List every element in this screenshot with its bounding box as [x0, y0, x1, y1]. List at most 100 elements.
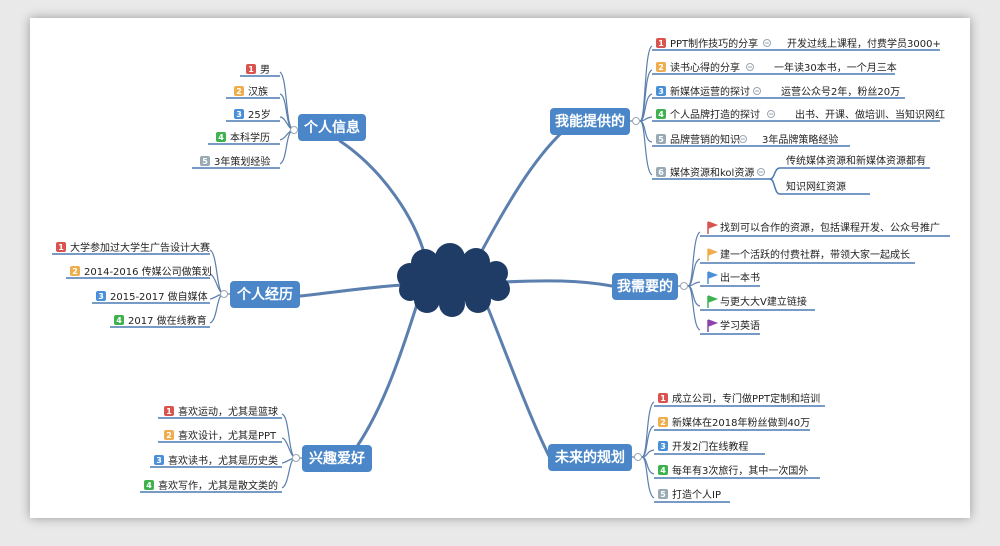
topic-needs[interactable]: 我需要的	[612, 273, 678, 300]
leaf-item[interactable]: 1 男	[246, 64, 270, 76]
leaf-item[interactable]: 1 大学参加过大学生广告设计大赛	[56, 241, 210, 254]
priority-1-icon	[56, 242, 66, 252]
collapse-toggle[interactable]	[632, 117, 640, 125]
topic-plans[interactable]: 未来的规划	[548, 444, 632, 471]
leaf-text: 找到可以合作的资源，包括课程开发、公众号推广	[720, 221, 940, 234]
badge-number: 4	[218, 133, 224, 142]
priority-2-icon	[234, 86, 244, 96]
leaf-item[interactable]: 3 2015-2017 做自媒体	[96, 290, 208, 303]
leaf-detail-text: 一年读30本书，一个月三本	[774, 61, 897, 74]
leaf-item[interactable]: 5 品牌营销的知识 3年品牌策略经验	[656, 133, 838, 146]
leaf-text: 喜欢运动，尤其是篮球	[178, 405, 278, 418]
leaf-text: 媒体资源和kol资源	[670, 166, 754, 179]
leaf-item[interactable]: 2 喜欢设计，尤其是PPT	[164, 429, 277, 442]
flag-orange-icon	[707, 248, 719, 261]
leaf-item[interactable]: 建一个活跃的付费社群，带领大家一起成长	[707, 248, 910, 261]
badge-number: 5	[202, 157, 208, 166]
priority-3-icon	[656, 86, 666, 96]
leaf-detail-text: 出书、开课、做培训、当知识网红	[795, 108, 945, 121]
flag-red-icon	[707, 221, 719, 234]
priority-1-icon	[656, 38, 666, 48]
leaf-item[interactable]: 1 成立公司，专门做PPT定制和培训	[658, 392, 820, 405]
connector-personal-info	[338, 139, 430, 270]
leaf-item[interactable]: 出一本书	[707, 271, 760, 284]
collapse-toggle[interactable]	[634, 453, 642, 461]
topic-experience[interactable]: 个人经历	[230, 281, 300, 308]
priority-2-icon	[656, 62, 666, 72]
leaf-item[interactable]: 5 3年策划经验	[200, 155, 270, 168]
badge-number: 5	[660, 490, 666, 499]
branch-personal-info: 个人信息 1 男 2 汉族 3 25岁 4 本科学历	[192, 64, 366, 169]
topic-can-offer[interactable]: 我能提供的	[550, 108, 630, 135]
badge-number: 2	[236, 87, 242, 96]
connector-can-offer	[476, 120, 576, 260]
flag-purple-icon	[707, 319, 719, 332]
collapse-toggle[interactable]	[680, 282, 688, 290]
leaf-text: 建一个活跃的付费社群，带领大家一起成长	[720, 248, 910, 261]
leaf-text: 成立公司，专门做PPT定制和培训	[672, 392, 820, 405]
leaf-text: 汉族	[248, 85, 268, 98]
topic-label: 个人信息	[303, 119, 360, 136]
priority-4-icon	[114, 315, 124, 325]
leaf-text: 个人品牌打造的探讨	[670, 108, 760, 121]
branch-can-offer: 我能提供的 1 PPT制作技巧的分享	[550, 37, 945, 195]
priority-2-icon	[70, 266, 80, 276]
leaf-item[interactable]: 3 开发2门在线教程	[658, 440, 748, 453]
leaf-item[interactable]: 6 媒体资源和kol资源 传统媒体资源和新媒体资源都有 知识网红资源	[656, 154, 926, 193]
leaf-item[interactable]: 4 2017 做在线教育	[114, 314, 207, 327]
leaf-text: 学习英语	[720, 319, 760, 332]
priority-6-icon	[656, 167, 666, 177]
central-topic-cloud[interactable]	[397, 243, 510, 317]
priority-4-icon	[656, 109, 666, 119]
priority-3-icon	[234, 109, 244, 119]
leaf-item[interactable]: 3 新媒体运营的探讨 运营公众号2年，粉丝20万	[656, 85, 900, 98]
leaf-item[interactable]: 2 读书心得的分享 一年读30本书，一个月三本	[656, 61, 897, 74]
collapse-toggle[interactable]	[290, 126, 298, 134]
leaf-text: 喜欢写作，尤其是散文类的	[158, 479, 278, 492]
leaf-item[interactable]: 4 喜欢写作，尤其是散文类的	[144, 479, 278, 492]
badge-number: 3	[658, 87, 664, 96]
leaf-item[interactable]: 2 2014-2016 传媒公司做策划	[70, 265, 212, 278]
leaf-text: 大学参加过大学生广告设计大赛	[70, 241, 210, 254]
badge-number: 1	[660, 394, 666, 403]
flag-green-icon	[707, 295, 719, 308]
leaf-item[interactable]: 4 个人品牌打造的探讨 出书、开课、做培训、当知识网红	[656, 108, 945, 121]
leaf-item[interactable]: 学习英语	[707, 319, 760, 332]
leaf-text: 喜欢设计，尤其是PPT	[178, 429, 277, 442]
leaf-text: 品牌营销的知识	[670, 133, 740, 146]
leaf-detail-text: 传统媒体资源和新媒体资源都有	[786, 154, 926, 167]
badge-number: 5	[658, 135, 664, 144]
topic-hobbies[interactable]: 兴趣爱好	[302, 445, 372, 472]
leaf-item[interactable]: 3 喜欢读书，尤其是历史类	[154, 454, 278, 467]
leaf-text: 新媒体运营的探讨	[670, 85, 750, 98]
badge-number: 2	[660, 418, 666, 427]
leaf-item[interactable]: 与更大大V建立链接	[707, 295, 807, 308]
leaf-item[interactable]: 2 新媒体在2018年粉丝做到40万	[658, 416, 810, 429]
badge-number: 1	[658, 39, 664, 48]
flag-blue-icon	[707, 271, 719, 284]
leaf-item[interactable]: 4 每年有3次旅行，其中一次国外	[658, 464, 808, 477]
collapse-toggle[interactable]	[220, 290, 228, 298]
leaf-text: 2014-2016 传媒公司做策划	[84, 265, 212, 278]
leaf-item[interactable]: 1 PPT制作技巧的分享 开发过线上课程，付费学员3000+	[656, 37, 941, 50]
badge-number: 1	[166, 407, 172, 416]
leaf-item[interactable]: 3 25岁	[234, 108, 271, 121]
connector-hobbies	[346, 299, 420, 461]
leaf-item[interactable]: 2 汉族	[234, 85, 268, 98]
leaf-item[interactable]: 1 喜欢运动，尤其是篮球	[164, 405, 278, 418]
collapse-toggle[interactable]	[292, 454, 300, 462]
leaf-item[interactable]: 4 本科学历	[216, 131, 270, 144]
leaf-text: 3年策划经验	[214, 155, 270, 168]
leaf-item[interactable]: 5 打造个人IP	[658, 488, 721, 501]
priority-3-icon	[658, 441, 668, 451]
branch-experience: 个人经历 1 大学参加过大学生广告设计大赛 2 2014-2016 传媒公司做策…	[52, 241, 300, 328]
topic-label: 我能提供的	[555, 113, 625, 130]
badge-number: 4	[146, 481, 152, 490]
topic-personal-info[interactable]: 个人信息	[298, 114, 366, 141]
leaf-text: 开发2门在线教程	[672, 440, 748, 453]
leaf-detail-text: 3年品牌策略经验	[762, 133, 838, 146]
leaf-item[interactable]: 找到可以合作的资源，包括课程开发、公众号推广	[707, 221, 940, 234]
priority-3-icon	[154, 455, 164, 465]
connector-plans	[486, 306, 552, 460]
badge-number: 4	[116, 316, 122, 325]
